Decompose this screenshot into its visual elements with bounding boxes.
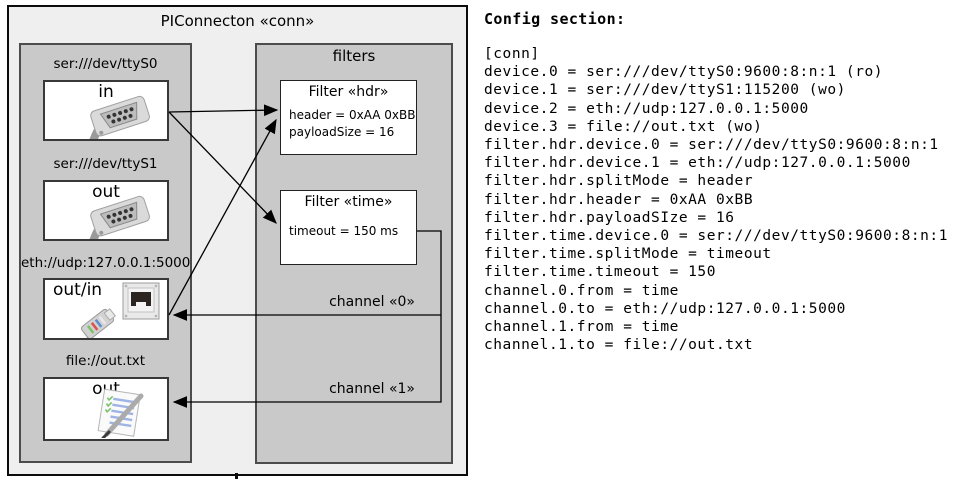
device-box-ttyS0: in: [43, 80, 169, 141]
config-section-body: [conn] device.0 = ser:///dev/ttyS0:9600:…: [484, 46, 948, 354]
device-uri-label: file://out.txt: [65, 353, 146, 369]
devices-group: ser:///dev/ttyS0 in ser:///dev/ttyS1: [19, 43, 192, 463]
device-uri-label: ser:///dev/ttyS0: [53, 56, 158, 72]
device-box-eth: out/in: [43, 278, 169, 340]
device-uri-label: ser:///dev/ttyS1: [53, 156, 158, 172]
component-title: PIConnecton «conn»: [160, 12, 315, 30]
device-box-file: out: [43, 377, 169, 441]
channel-0-label: channel «0»: [329, 294, 415, 310]
frame-notch: [235, 473, 238, 479]
filter-property: timeout = 150 ms: [289, 224, 399, 238]
filters-group: filters Filter «hdr» header = 0xAA 0xBB …: [255, 43, 453, 464]
device-direction: in: [98, 82, 114, 102]
device-direction: out: [92, 379, 120, 399]
filter-box-time: Filter «time» timeout = 150 ms: [280, 190, 417, 265]
filter-property: payloadSize = 16: [289, 125, 395, 139]
config-section-heading: Config section:: [484, 10, 626, 28]
filter-property: header = 0xAA 0xBB: [289, 108, 416, 122]
device-box-ttyS1: out: [43, 180, 169, 241]
channel-1-label: channel «1»: [329, 381, 415, 397]
filter-title: Filter «time»: [304, 194, 393, 210]
device-direction: out/in: [53, 280, 103, 300]
filters-group-label: filters: [332, 47, 376, 65]
filter-box-hdr: Filter «hdr» header = 0xAA 0xBB payloadS…: [280, 80, 417, 155]
device-direction: out: [92, 182, 120, 202]
device-uri-label: eth://udp:127.0.0.1:5000: [21, 255, 191, 271]
filter-title: Filter «hdr»: [308, 84, 389, 100]
